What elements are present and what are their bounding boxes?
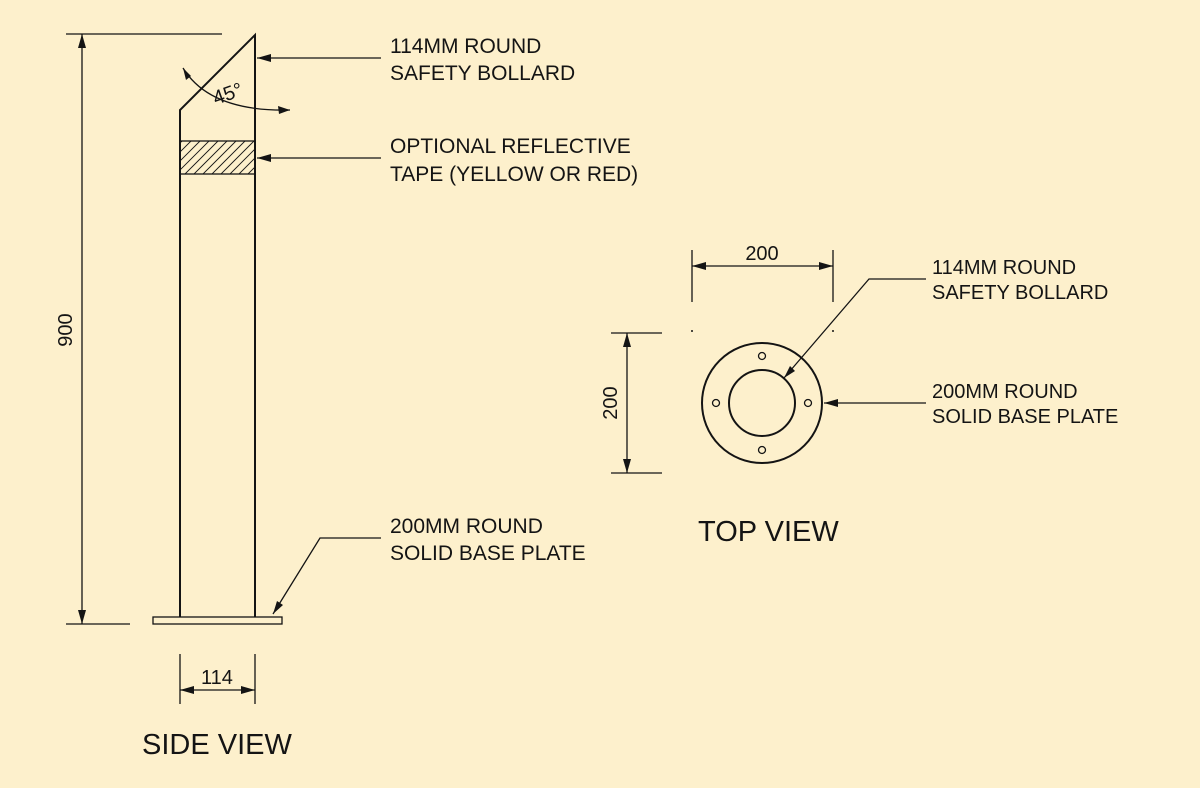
top-view-title: TOP VIEW (698, 516, 839, 548)
top-width-dimension-label: 200 (745, 243, 778, 265)
hatch-line (180, 141, 183, 144)
width-dimension-label: 114 (201, 667, 233, 689)
height-dimension: 900 (55, 33, 222, 625)
bollard-outline (179, 32, 256, 617)
base-plate-circle (701, 342, 823, 464)
hatch-line (193, 141, 228, 174)
top-height-dimension-label: 200 (600, 386, 622, 419)
callout-reflective-tape: OPTIONAL REFLECTIVE TAPE (YELLOW OR RED) (390, 135, 638, 186)
side-view-title: SIDE VIEW (142, 729, 292, 761)
reflective-tape-band (140, 140, 256, 175)
top-width-dimension: 200 (691, 243, 834, 332)
hatch-line (211, 141, 246, 174)
width-dimension: 114 (179, 654, 256, 704)
hatch-line (184, 141, 219, 174)
top-view: 200 200 114MM ROUND SAFETY BOLLARD 200MM… (600, 243, 1118, 548)
side-view: 45° 900 114 114MM ROUND SAFETY BOLLARD (55, 32, 638, 761)
angle-arc (182, 67, 291, 111)
top-height-dimension: 200 (600, 332, 662, 474)
bolt-hole (757, 351, 767, 361)
hatch-line (202, 141, 237, 174)
bolt-hole (803, 398, 813, 408)
bollard-circle (728, 369, 796, 437)
callout-bollard-top: 114MM ROUND SAFETY BOLLARD (932, 257, 1108, 304)
hatch-line (140, 141, 173, 174)
bolt-hole (757, 445, 767, 455)
hatch-line (247, 166, 255, 174)
callout-base-plate-top: 200MM ROUND SOLID BASE PLATE (932, 381, 1118, 428)
hatch-line (180, 141, 210, 171)
callout-base-plate-side: 200MM ROUND SOLID BASE PLATE (390, 515, 586, 565)
hatch-line (238, 157, 255, 174)
callout-bollard-side: 114MM ROUND SAFETY BOLLARD (390, 35, 575, 85)
base-plate (152, 616, 283, 625)
hatch-line (180, 141, 192, 153)
hatch-line (229, 148, 255, 174)
height-dimension-label: 900 (55, 313, 77, 346)
hatch-line (180, 141, 201, 162)
bolt-hole (711, 398, 721, 408)
hatch-line (220, 141, 255, 174)
